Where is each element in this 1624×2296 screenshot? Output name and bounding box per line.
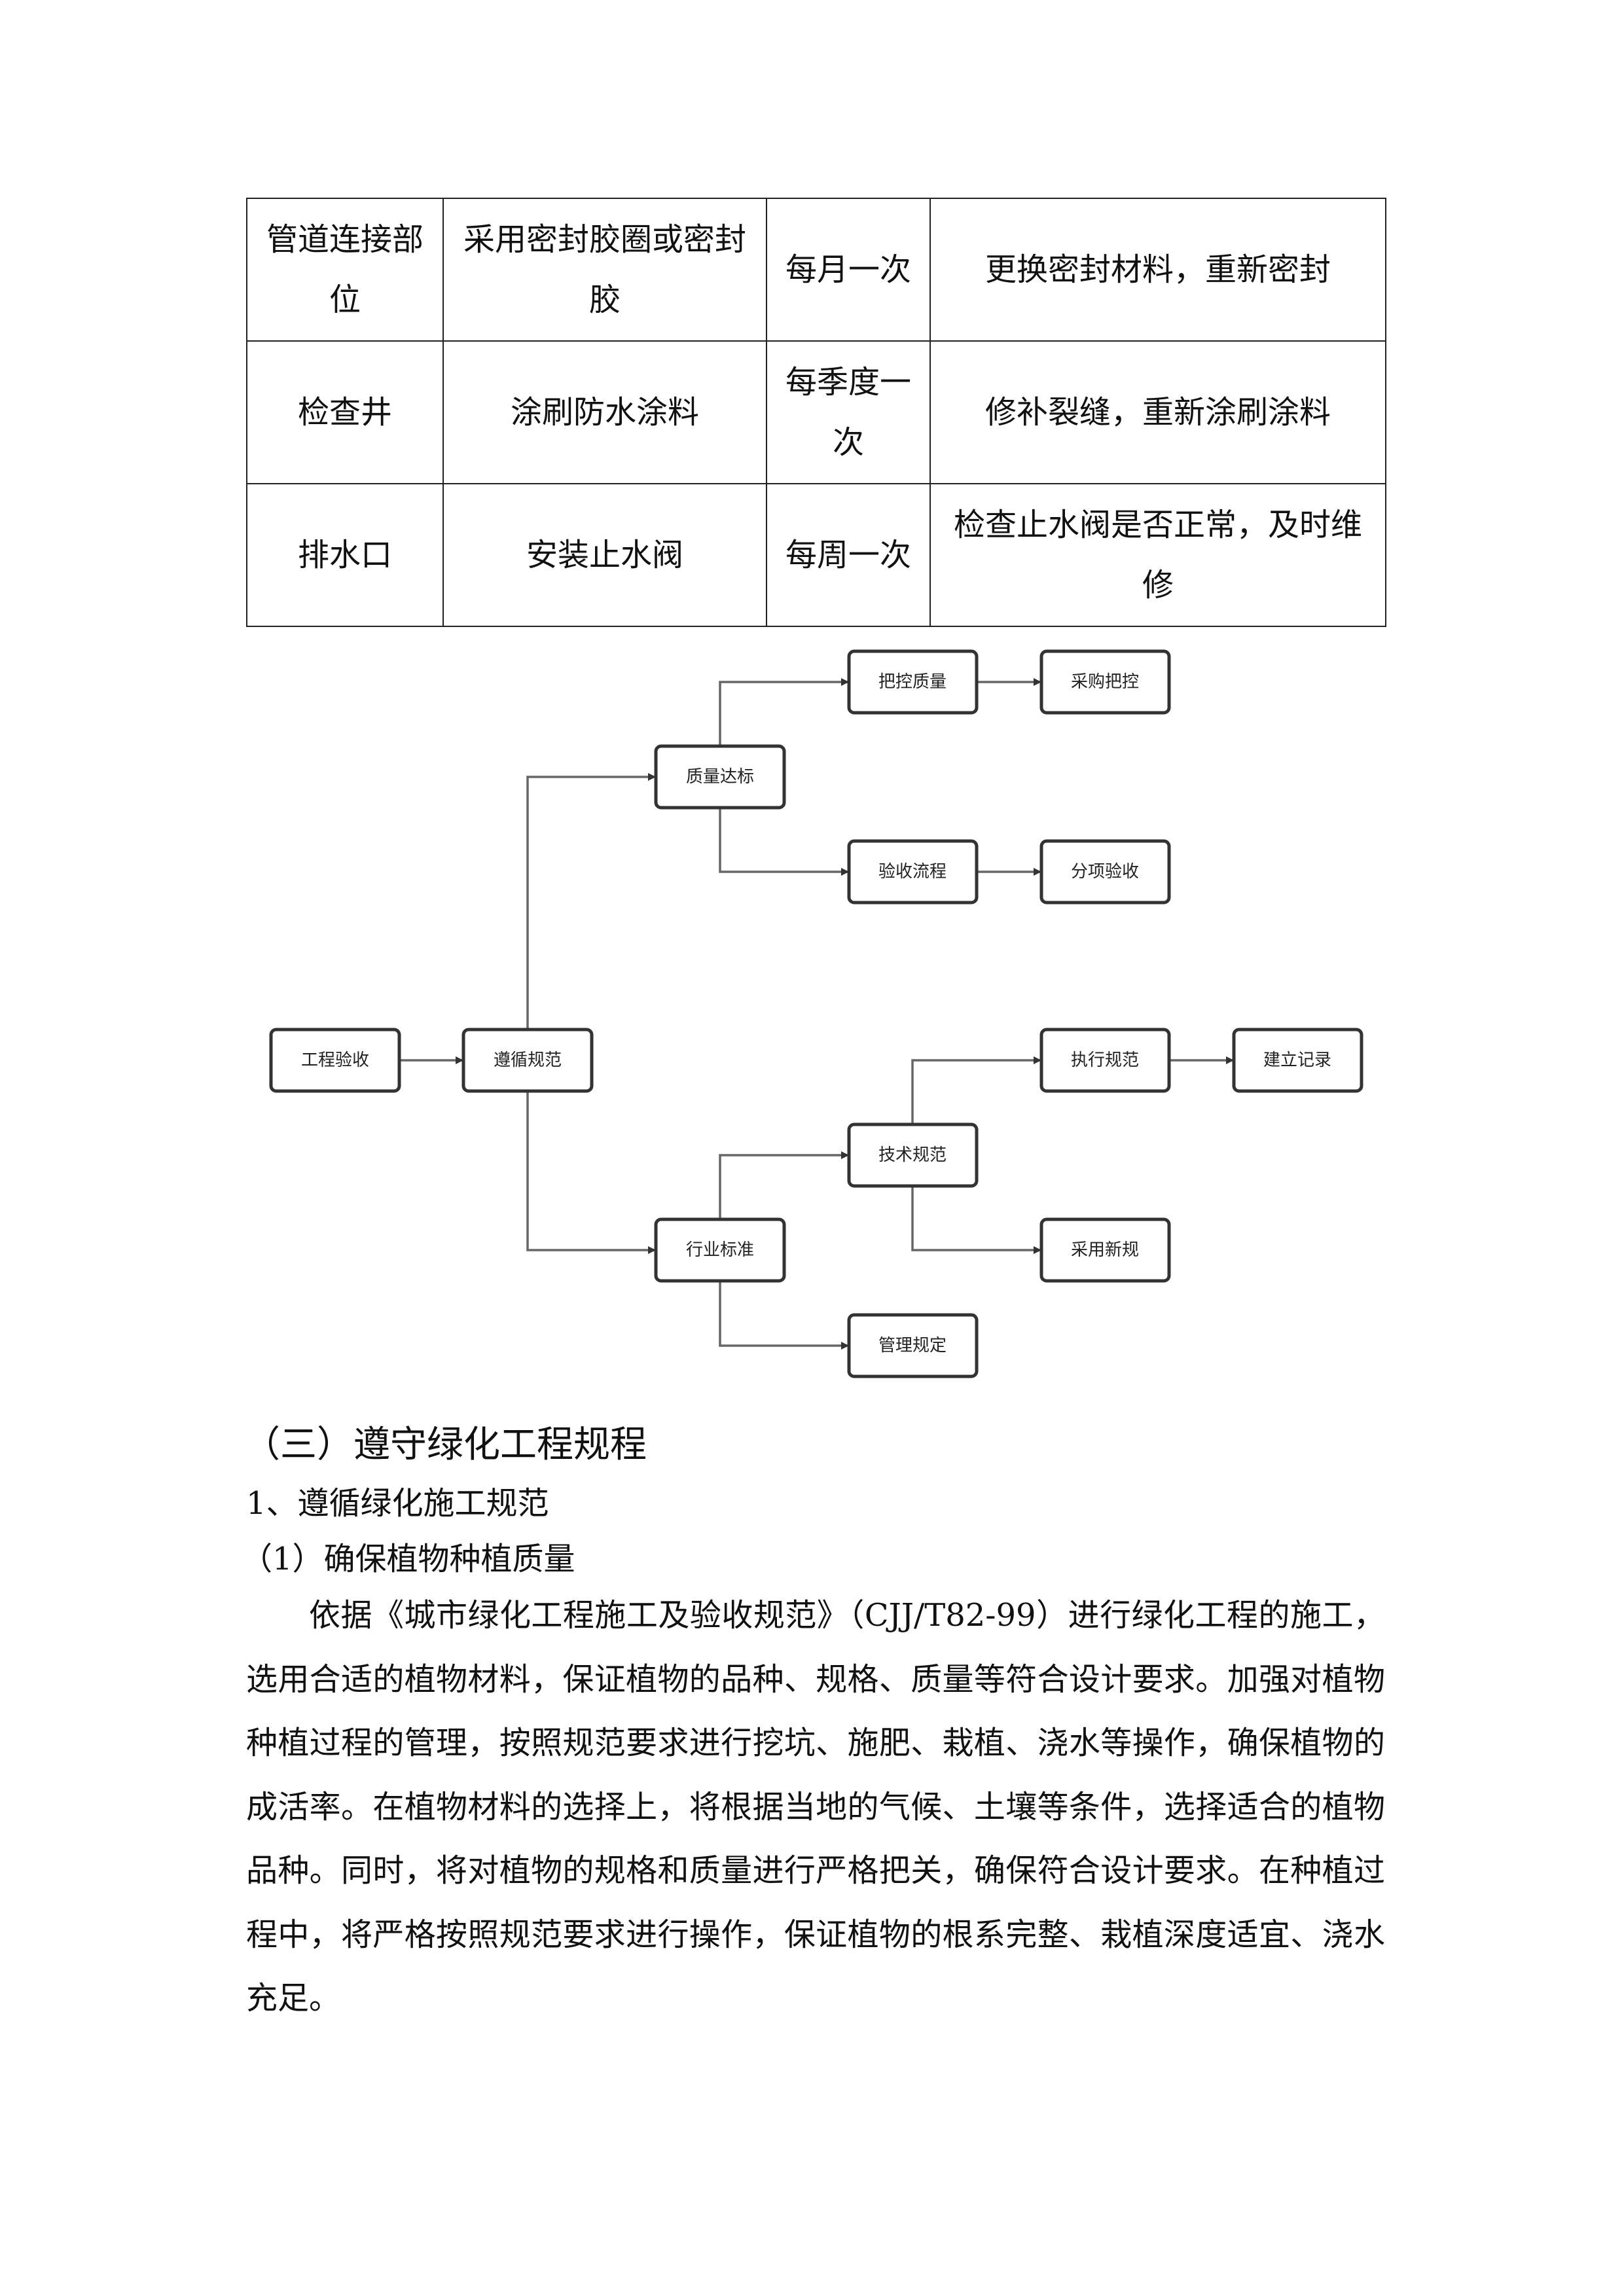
node-technical: 技术规范 bbox=[847, 1122, 979, 1188]
section-heading: （三）遵守绿化工程规程 bbox=[244, 1424, 647, 1466]
svg-text:质量达标: 质量达标 bbox=[686, 767, 754, 787]
table-row: 管道连接部位 采用密封胶圈或密封胶 每月一次 更换密封材料，重新密封 bbox=[246, 198, 1386, 342]
cell-part: 检查井 bbox=[246, 340, 444, 484]
edge-quality-process bbox=[719, 808, 849, 876]
node-quality: 质量达标 bbox=[654, 744, 786, 810]
table-row: 排水口 安装止水阀 每周一次 检查止水阀是否正常，及时维修 bbox=[246, 483, 1386, 627]
edge-industry-management bbox=[719, 1282, 849, 1350]
svg-text:建立记录: 建立记录 bbox=[1263, 1050, 1331, 1070]
table-row: 检查井 涂刷防水涂料 每季度一次 修补裂缝，重新涂刷涂料 bbox=[246, 340, 1386, 484]
cell-method: 采用密封胶圈或密封胶 bbox=[442, 198, 767, 342]
edge-follow-industry bbox=[526, 1092, 656, 1254]
svg-text:分项验收: 分项验收 bbox=[1071, 862, 1139, 882]
node-new-rules: 采用新规 bbox=[1039, 1217, 1171, 1283]
svg-text:工程验收: 工程验收 bbox=[301, 1050, 369, 1070]
svg-text:技术规范: 技术规范 bbox=[878, 1145, 947, 1165]
node-record: 建立记录 bbox=[1232, 1028, 1363, 1093]
section-subheading: 1、遵循绿化施工规范 bbox=[246, 1485, 549, 1522]
acceptance-flowchart: 工程验收 遵循规范 质量达标 把控质量 采购把控 验收流程 分项验收 行业标准 … bbox=[269, 649, 1363, 1378]
svg-text:验收流程: 验收流程 bbox=[878, 862, 947, 882]
edge-technical-newrules bbox=[911, 1187, 1041, 1254]
svg-text:行业标准: 行业标准 bbox=[686, 1240, 754, 1260]
edge-quality-control bbox=[719, 678, 849, 745]
edge-technical-execute bbox=[911, 1056, 1041, 1124]
cell-frequency: 每季度一次 bbox=[766, 340, 931, 484]
node-management: 管理规定 bbox=[847, 1313, 979, 1378]
cell-method: 安装止水阀 bbox=[442, 483, 767, 627]
node-follow: 遵循规范 bbox=[461, 1028, 594, 1093]
svg-text:采购把控: 采购把控 bbox=[1071, 672, 1139, 692]
body-paragraph: 依据《城市绿化工程施工及验收规范》（CJJ/T82-99）进行绿化工程的施工，选… bbox=[246, 1597, 1385, 2017]
flowchart-edges bbox=[399, 678, 1234, 1350]
cell-part: 管道连接部位 bbox=[246, 198, 444, 342]
node-quality-control: 把控质量 bbox=[847, 649, 979, 715]
cell-method: 涂刷防水涂料 bbox=[442, 340, 767, 484]
cell-action: 修补裂缝，重新涂刷涂料 bbox=[929, 340, 1386, 484]
maintenance-table: 管道连接部位 采用密封胶圈或密封胶 每月一次 更换密封材料，重新密封 检查井 涂… bbox=[246, 198, 1386, 627]
node-execute: 执行规范 bbox=[1039, 1028, 1171, 1093]
svg-text:管理规定: 管理规定 bbox=[878, 1336, 947, 1355]
node-industry: 行业标准 bbox=[654, 1217, 786, 1283]
section-subsubheading: （1）确保植物种植质量 bbox=[241, 1541, 575, 1577]
svg-text:执行规范: 执行规范 bbox=[1071, 1050, 1139, 1070]
cell-frequency: 每周一次 bbox=[766, 483, 931, 627]
cell-frequency: 每月一次 bbox=[766, 198, 931, 342]
cell-action: 检查止水阀是否正常，及时维修 bbox=[929, 483, 1386, 627]
node-process: 验收流程 bbox=[847, 839, 979, 905]
cell-part: 排水口 bbox=[246, 483, 444, 627]
node-acceptance: 工程验收 bbox=[269, 1028, 401, 1093]
edge-industry-technical bbox=[719, 1151, 849, 1219]
edge-follow-quality bbox=[526, 773, 656, 1029]
cell-action: 更换密封材料，重新密封 bbox=[929, 198, 1386, 342]
svg-text:采用新规: 采用新规 bbox=[1071, 1240, 1139, 1260]
svg-text:把控质量: 把控质量 bbox=[878, 672, 947, 692]
node-purchase: 采购把控 bbox=[1039, 649, 1171, 715]
svg-text:遵循规范: 遵循规范 bbox=[494, 1050, 562, 1070]
node-sub-item: 分项验收 bbox=[1039, 839, 1171, 905]
